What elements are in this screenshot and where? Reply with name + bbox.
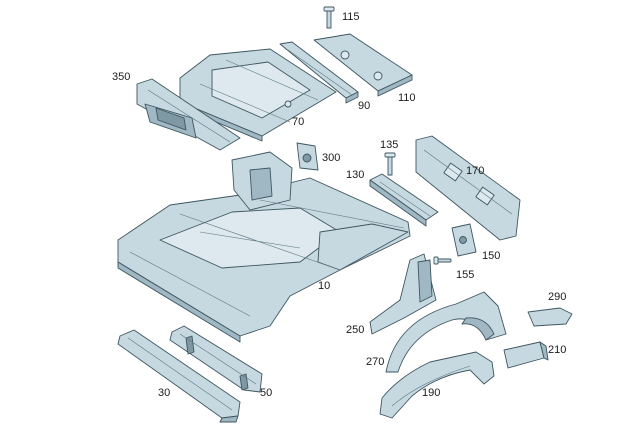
part-10-main-floor[interactable]	[117, 151, 411, 343]
part-210-box[interactable]	[503, 341, 549, 369]
part-155-screw[interactable]	[433, 256, 452, 265]
part-115-bolt[interactable]	[323, 6, 335, 29]
callout-130[interactable]: 130	[346, 169, 365, 181]
part-30-rail[interactable]	[117, 329, 241, 423]
callout-190[interactable]: 190	[422, 387, 441, 399]
callout-30[interactable]: 30	[158, 387, 171, 399]
callout-90[interactable]: 90	[358, 100, 371, 112]
part-270-wheelhouse[interactable]	[385, 291, 507, 373]
callout-135[interactable]: 135	[380, 139, 399, 151]
callout-155[interactable]: 155	[456, 269, 475, 281]
callout-270[interactable]: 270	[366, 356, 385, 368]
callout-115[interactable]: 115	[342, 11, 360, 23]
part-350-side-member[interactable]	[136, 78, 241, 151]
callout-150[interactable]: 150	[482, 250, 501, 262]
callout-300[interactable]: 300	[322, 152, 341, 164]
callout-350[interactable]: 350	[112, 71, 131, 83]
part-90-cross-member[interactable]	[279, 41, 359, 104]
part-190-arch-rail[interactable]	[379, 351, 495, 419]
part-170-rear-panel[interactable]	[415, 135, 521, 241]
part-250-strut[interactable]	[369, 253, 437, 335]
part-70-rear-floor[interactable]	[179, 48, 337, 142]
part-300-bracket[interactable]	[296, 142, 319, 171]
part-110-plate[interactable]	[313, 33, 413, 97]
callout-290[interactable]: 290	[548, 291, 567, 303]
part-135-bolt[interactable]	[384, 152, 396, 176]
part-130-cross-rail[interactable]	[369, 173, 439, 227]
part-290-panel[interactable]	[527, 307, 573, 327]
part-50-rail[interactable]	[169, 325, 263, 393]
callout-170[interactable]: 170	[466, 165, 485, 177]
callout-110[interactable]: 110	[398, 92, 416, 104]
callout-10[interactable]: 10	[318, 280, 331, 292]
callout-210[interactable]: 210	[548, 344, 567, 356]
callout-50[interactable]: 50	[260, 387, 273, 399]
part-150-bracket[interactable]	[451, 223, 477, 257]
callout-250[interactable]: 250	[346, 324, 365, 336]
callout-70[interactable]: 70	[292, 116, 305, 128]
